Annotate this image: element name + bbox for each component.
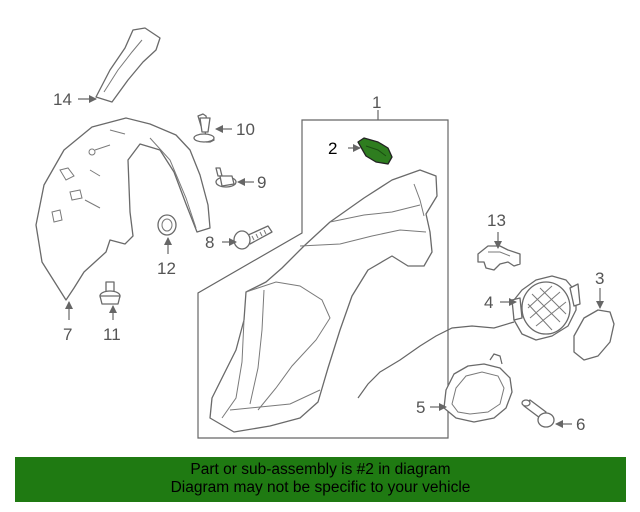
callout-1: 1 (372, 93, 381, 112)
part-3-fuel-door[interactable] (573, 309, 615, 361)
leader-lines (65, 95, 604, 428)
part-12-grommet[interactable] (157, 214, 177, 236)
callout-11: 11 (103, 325, 121, 344)
callout-8: 8 (205, 233, 214, 252)
part-8-bolt[interactable] (233, 225, 273, 250)
callout-5: 5 (416, 398, 425, 417)
part-10-push-clip[interactable] (193, 113, 215, 143)
part-5-gasket-cable[interactable] (357, 321, 515, 423)
callout-10: 10 (236, 120, 255, 139)
callout-6: 6 (576, 415, 585, 434)
banner-line-1: Part or sub-assembly is #2 in diagram (190, 461, 451, 478)
part-1-quarter-panel[interactable] (209, 169, 438, 433)
part-11-bolt[interactable] (99, 281, 121, 305)
part-13-bracket[interactable] (477, 245, 521, 271)
assembly-box (197, 119, 449, 439)
info-banner: Part or sub-assembly is #2 in diagram Di… (15, 457, 626, 502)
part-6-bolt[interactable] (521, 399, 555, 428)
part-4-filler-housing[interactable] (511, 275, 581, 341)
callout-12: 12 (157, 259, 176, 278)
callout-7: 7 (63, 325, 72, 344)
part-7-wheel-liner[interactable] (35, 117, 211, 301)
part-14-trim-strip[interactable] (95, 27, 161, 103)
part-9-bolt[interactable] (215, 167, 237, 188)
callout-2: 2 (328, 139, 337, 158)
callout-4: 4 (484, 293, 493, 312)
callout-9: 9 (257, 173, 266, 192)
part-2-bracket[interactable] (357, 137, 393, 165)
parts-diagram: 1 2 3 4 5 6 7 8 9 10 11 12 13 14 (35, 27, 615, 439)
callout-13: 13 (487, 211, 506, 230)
banner-line-2: Diagram may not be specific to your vehi… (170, 479, 471, 496)
callout-3: 3 (595, 269, 604, 288)
callout-14: 14 (53, 90, 72, 109)
